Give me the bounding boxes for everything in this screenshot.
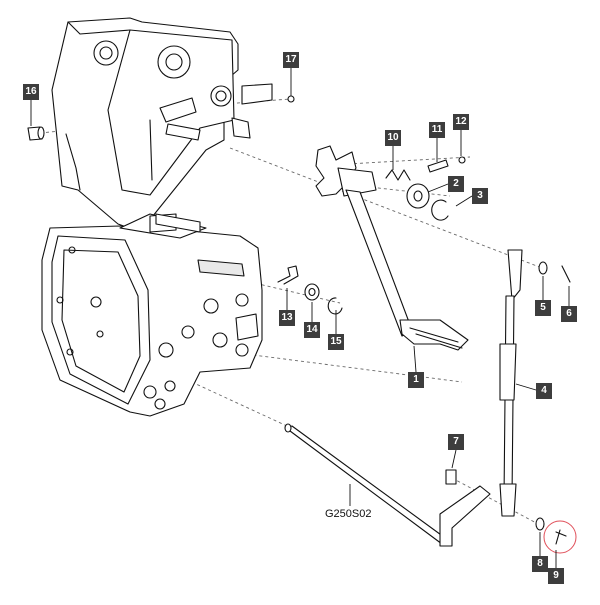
part-4-rod [499, 249, 523, 517]
callout-4: 4 [536, 383, 552, 399]
callout-5: 5 [535, 300, 551, 316]
part-9-pin [555, 529, 567, 545]
callout-9: 9 [548, 568, 564, 584]
part-12-nut [458, 156, 466, 164]
callout-7: 7 [448, 434, 464, 450]
callout-3: 3 [472, 188, 488, 204]
callout-13: 13 [279, 310, 295, 326]
callout-8: 8 [532, 556, 548, 572]
shaft [284, 423, 491, 547]
part-11-bolt [427, 159, 449, 173]
callout-15: 15 [328, 334, 344, 350]
mounting-frame [51, 17, 273, 233]
gearbox-housing [41, 213, 263, 417]
callout-17: 17 [283, 52, 299, 68]
part-14-washer [304, 283, 320, 301]
callout-2: 2 [448, 176, 464, 192]
drawing-code: G250S02 [325, 508, 372, 520]
part-8-washer [535, 517, 545, 531]
part-6-pin [561, 265, 571, 283]
callout-10: 10 [385, 130, 401, 146]
part-1-pedal [315, 145, 469, 351]
callout-14: 14 [304, 322, 320, 338]
callout-6: 6 [561, 306, 577, 322]
callout-12: 12 [453, 114, 469, 130]
part-7-bolt [445, 469, 457, 485]
part-3-ring [431, 199, 449, 221]
callout-16: 16 [23, 84, 39, 100]
part-10-spring [385, 169, 411, 181]
highlight-circle [543, 520, 577, 554]
part-15-circlip [327, 297, 343, 315]
part-5-washer [538, 261, 548, 275]
part-17-nut [287, 95, 295, 103]
callout-11: 11 [429, 122, 445, 138]
part-2-washer [406, 183, 430, 209]
part-13-spring-clip [277, 265, 299, 285]
callout-1: 1 [408, 372, 424, 388]
part-16-knob [27, 126, 45, 141]
leader-lines [30, 68, 570, 568]
